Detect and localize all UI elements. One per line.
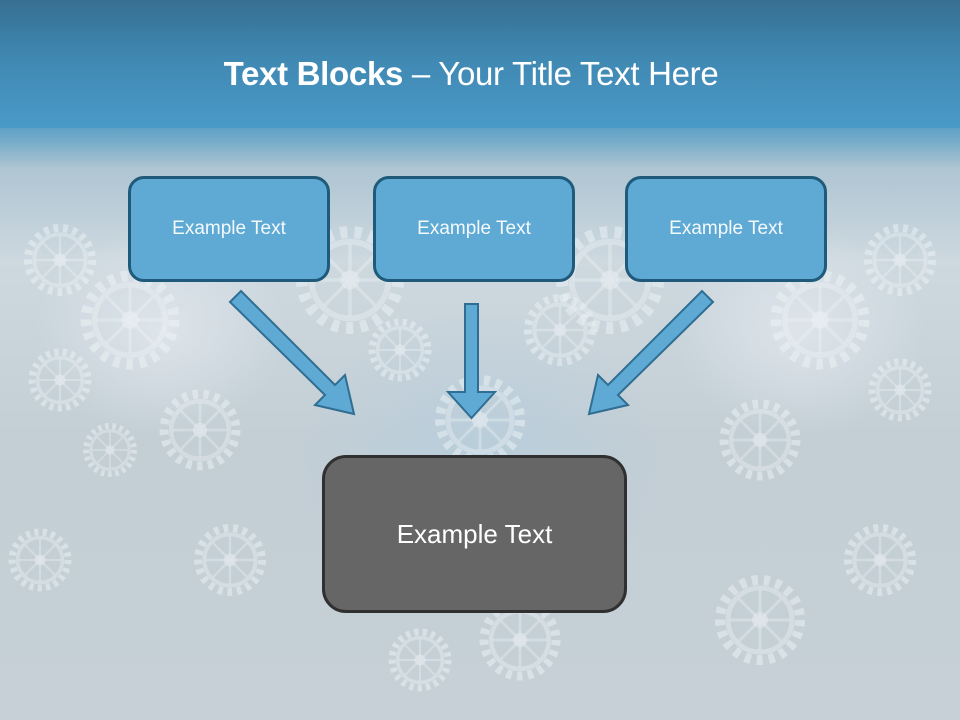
slide-title: Text Blocks – Your Title Text Here xyxy=(0,52,942,96)
text-block-2-label: Example Text xyxy=(417,218,531,239)
arrow-down-right-icon xyxy=(228,289,356,416)
slide-title-dash: – xyxy=(403,55,439,92)
text-block-1[interactable]: Example Text xyxy=(128,176,330,282)
text-block-3-label: Example Text xyxy=(669,218,783,239)
arrow-down-left-icon xyxy=(587,289,715,416)
text-block-3[interactable]: Example Text xyxy=(625,176,827,282)
center-text-block[interactable]: Example Text xyxy=(322,455,627,613)
slide-title-rest: Your Title Text Here xyxy=(438,55,719,92)
title-bar-fade xyxy=(0,128,960,168)
text-block-2[interactable]: Example Text xyxy=(373,176,575,282)
title-bar xyxy=(0,0,960,128)
text-block-1-label: Example Text xyxy=(172,218,286,239)
arrow-down-icon xyxy=(445,303,498,420)
center-text-block-label: Example Text xyxy=(396,518,553,549)
slide-title-bold: Text Blocks xyxy=(223,55,404,92)
